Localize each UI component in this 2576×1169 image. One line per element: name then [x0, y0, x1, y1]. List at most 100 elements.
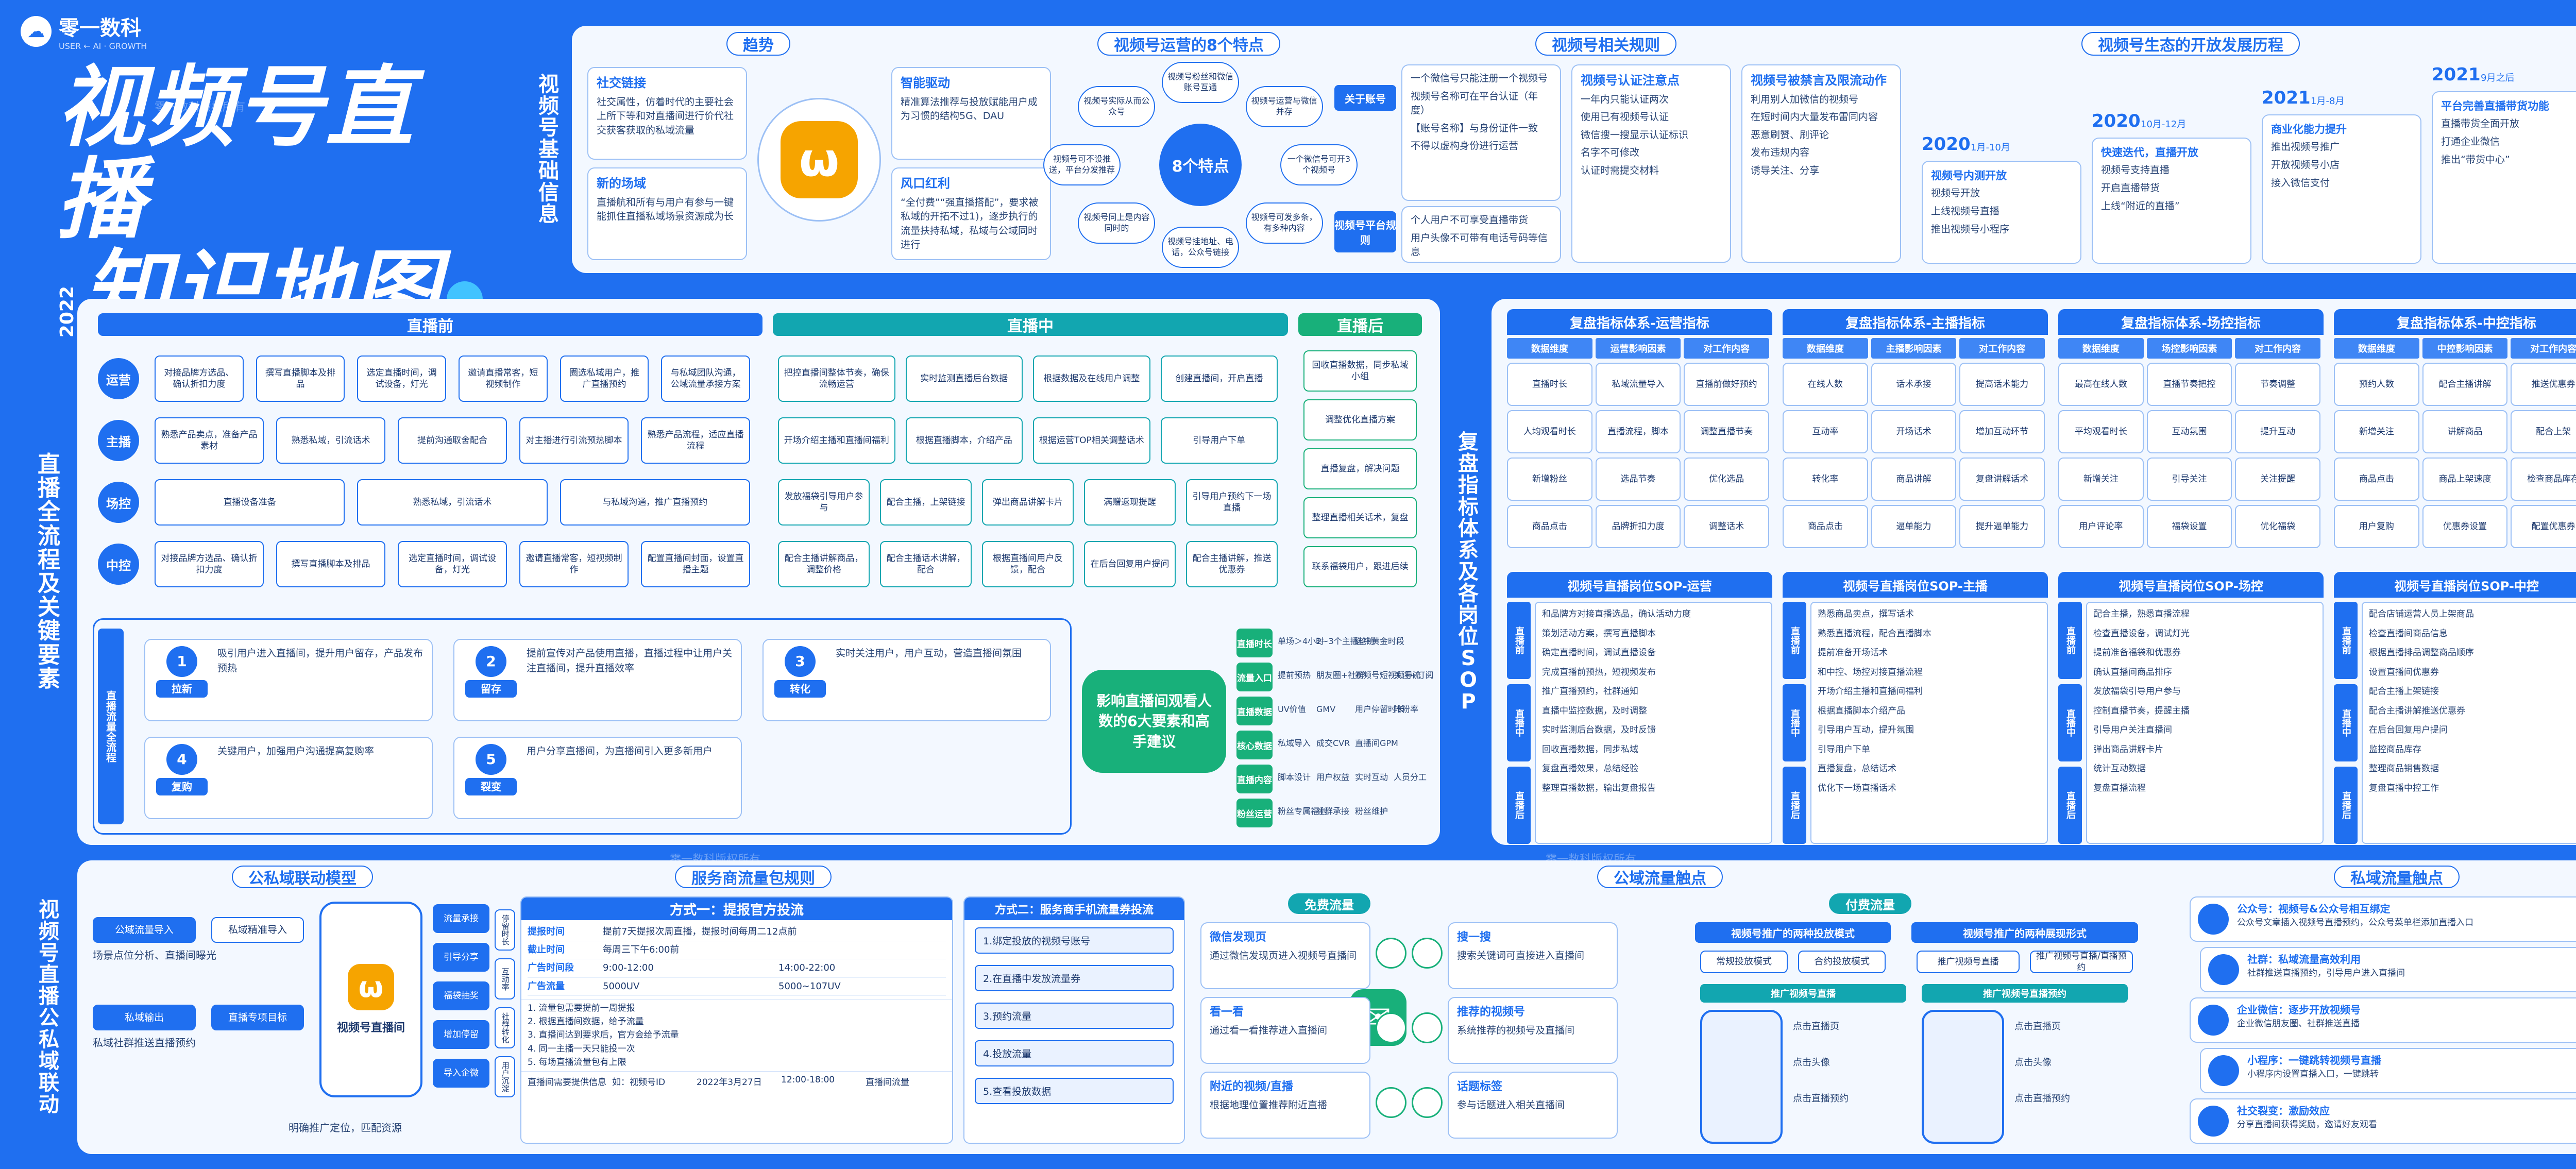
- free-title: 免费流量: [1288, 893, 1370, 914]
- indicator-title: 复盘指标体系-运营指标: [1507, 309, 1772, 335]
- eco-card-line: 推出视频号推广: [2271, 141, 2340, 153]
- eco-year: 2020: [1922, 134, 1971, 155]
- before-step: 熟悉私域，引流话术: [276, 417, 385, 464]
- role-1: 主播: [98, 420, 139, 461]
- before-step: 熟悉产品流程，适应直播流程: [641, 417, 750, 464]
- private-item-text: 社群推送直播预约，引导用户进入直播间: [2247, 968, 2405, 978]
- section-heading-char: 联: [39, 1071, 59, 1095]
- indicator-cell: 最高在线人数: [2058, 363, 2144, 406]
- paid-form: 推广视频号直播: [1917, 951, 2020, 973]
- sop-title: 视频号直播岗位SOP-中控: [2334, 572, 2576, 598]
- step-number: 5: [476, 744, 506, 775]
- before-step: 对接品牌方选品、确认折扣力度: [155, 355, 244, 402]
- indicator-cell: 平均观看时长: [2058, 410, 2144, 453]
- after-step: 调整优化直播方案: [1303, 399, 1417, 441]
- feature-item: 视频号同上是内容同时的: [1078, 202, 1156, 244]
- model-phone: ω 视频号直播间: [319, 902, 422, 1097]
- section-heading-char: 动: [39, 1093, 59, 1116]
- factor-tip: 提前预热: [1278, 670, 1311, 680]
- phone-mock: [1922, 1010, 2004, 1144]
- sop-line: 整理商品销售数据: [2369, 764, 2439, 774]
- free-item-icon: [1412, 938, 1443, 969]
- indicator-cell: 配合上架: [2511, 410, 2576, 453]
- section-heading-char: 键: [38, 618, 60, 645]
- private-item-name: 小程序：一键跳转视频号直播: [2247, 1054, 2381, 1066]
- trend-card-0: 社交链接社交属性，仿着时代的主要社会上所下等和对直播间进行价代社交获客获取的私域…: [587, 67, 747, 160]
- paid-title-forms: 视频号推广的两种展现形式: [1911, 922, 2138, 943]
- paid-form: 推广视频号直播/直播预约: [2030, 951, 2133, 973]
- indicator-title: 复盘指标体系-主播指标: [1783, 309, 2048, 335]
- factor-tip: 用户停留时长: [1355, 704, 1405, 714]
- wechat-channels-icon: ω: [348, 964, 394, 1010]
- sop-line: 设置直播间优惠券: [2369, 667, 2439, 677]
- sop-line: 熟悉商品卖点，撰写话术: [1818, 609, 1914, 619]
- eco-card-line: 开放视频号小店: [2271, 159, 2340, 171]
- paid-title: 付费流量: [1829, 893, 1911, 914]
- section-heading-char: 私: [39, 1028, 59, 1052]
- sop-phase: 直播前: [2334, 602, 2358, 679]
- indicator-cell: 选品节奏: [1595, 458, 1681, 501]
- indicator-cell: 福袋设置: [2146, 505, 2232, 548]
- before-step: 熟悉产品卖点，准备产品素材: [155, 417, 264, 464]
- during-step: 根据运营TOP相关调整话术: [1033, 417, 1150, 464]
- sop-phase: 直播中: [1783, 684, 1806, 761]
- indicator-cell: 提升互动: [2235, 410, 2320, 453]
- indicator-cell: 调整直播节奏: [1684, 410, 1769, 453]
- sop-line: 检查直播间商品信息: [2369, 628, 2448, 639]
- factor-tip: 选中黄金时段: [1355, 636, 1405, 646]
- during-step: 发放福袋引导用户参与: [778, 479, 870, 526]
- indicator-cell: 用户复购: [2334, 505, 2419, 548]
- factor-tip: GMV: [1316, 704, 1336, 714]
- phase-before: 直播前: [98, 313, 762, 336]
- model-title: 公私域联动模型: [232, 866, 373, 888]
- indicator-col-head: 对工作内容: [1684, 338, 1769, 359]
- model-metric: 社群转化: [495, 1007, 515, 1048]
- eco-card: 商业化能力提升推出视频号推广开放视频号小店接入微信支付: [2262, 114, 2421, 264]
- sop-line: 推广直播预约，社群通知: [1542, 686, 1638, 697]
- private-item-name: 社交裂变：激励效应: [2237, 1105, 2330, 1117]
- free-item: 微信发现页通过微信发现页进入视频号直播间: [1200, 922, 1370, 989]
- indicator-cell: 转化率: [1783, 458, 1868, 501]
- eco-card-line: 上线视频号直播: [1931, 205, 2000, 217]
- phone-note: 点击直播预约: [2014, 1093, 2070, 1104]
- section-heading-char: 播: [38, 475, 60, 502]
- way1-note: 5. 每场直播流量包有上限: [528, 1057, 626, 1068]
- before-step: 熟悉私域，引流话术: [357, 479, 548, 526]
- trend-title: 趋势: [726, 32, 790, 56]
- sop-line: 优化下一场直播话术: [1818, 783, 1896, 793]
- step-text: 用户分享直播间，为直播间引入更多新用户: [527, 746, 713, 757]
- feature-item: 视频号粉丝和微信账号互通: [1162, 62, 1239, 103]
- eco-card-title: 快速迭代，直播开放: [2101, 146, 2198, 159]
- brand-logo: ☁ 零一数科 USER ← AI · GROWTH: [21, 11, 147, 51]
- indicator-col-head: 主播影响因素: [1871, 338, 1957, 359]
- eco-card: 视频号内测开放视频号开放上线视频号直播推出视频号小程序: [1922, 161, 2081, 264]
- model-action: 引导分享: [433, 943, 489, 972]
- step-name: 拉新: [156, 680, 208, 698]
- indicator-title: 复盘指标体系-中控指标: [2334, 309, 2576, 335]
- during-step: 创建直播间，开启直播: [1160, 355, 1278, 402]
- model-node-private: 私域输出: [93, 1005, 196, 1030]
- features-title: 视频号运营的8个特点: [1097, 32, 1280, 56]
- before-step: 与私域沟通，推广直播预约: [560, 479, 750, 526]
- section-heading-char: 号: [538, 116, 559, 140]
- sop-line: 引导用户互动，提升氛围: [1818, 725, 1914, 735]
- after-step: 直播复盘，解决问题: [1303, 448, 1417, 489]
- indicator-cell: 话术承接: [1871, 363, 1957, 406]
- factor-tip: 视频号短视频导流: [1355, 670, 1421, 680]
- model-metric: 用户沉淀: [495, 1056, 515, 1097]
- factor-name: 流量入口: [1236, 663, 1273, 691]
- indicator-cell: 品牌折扣力度: [1595, 505, 1681, 548]
- during-step: 把控直播间整体节奏，确保流畅运营: [778, 355, 895, 402]
- sop-lines: 熟悉商品卖点，撰写话术熟悉直播流程，配合直播脚本提前准备开场话术和中控、场控对接…: [1810, 602, 2048, 844]
- step-number: 3: [785, 646, 816, 677]
- brand-name: 零一数科: [59, 16, 141, 40]
- model-node-public: 公域流量导入: [93, 917, 196, 943]
- free-item-text: 参与话题进入相关直播间: [1457, 1099, 1565, 1111]
- free-item-text: 通过看一看推荐进入直播间: [1210, 1024, 1328, 1036]
- factor-name: 粉丝运营: [1236, 799, 1273, 827]
- phone-note: 点击直播页: [1793, 1021, 1839, 1032]
- page-title: 视频号直播 2022 知识地图: [57, 62, 500, 338]
